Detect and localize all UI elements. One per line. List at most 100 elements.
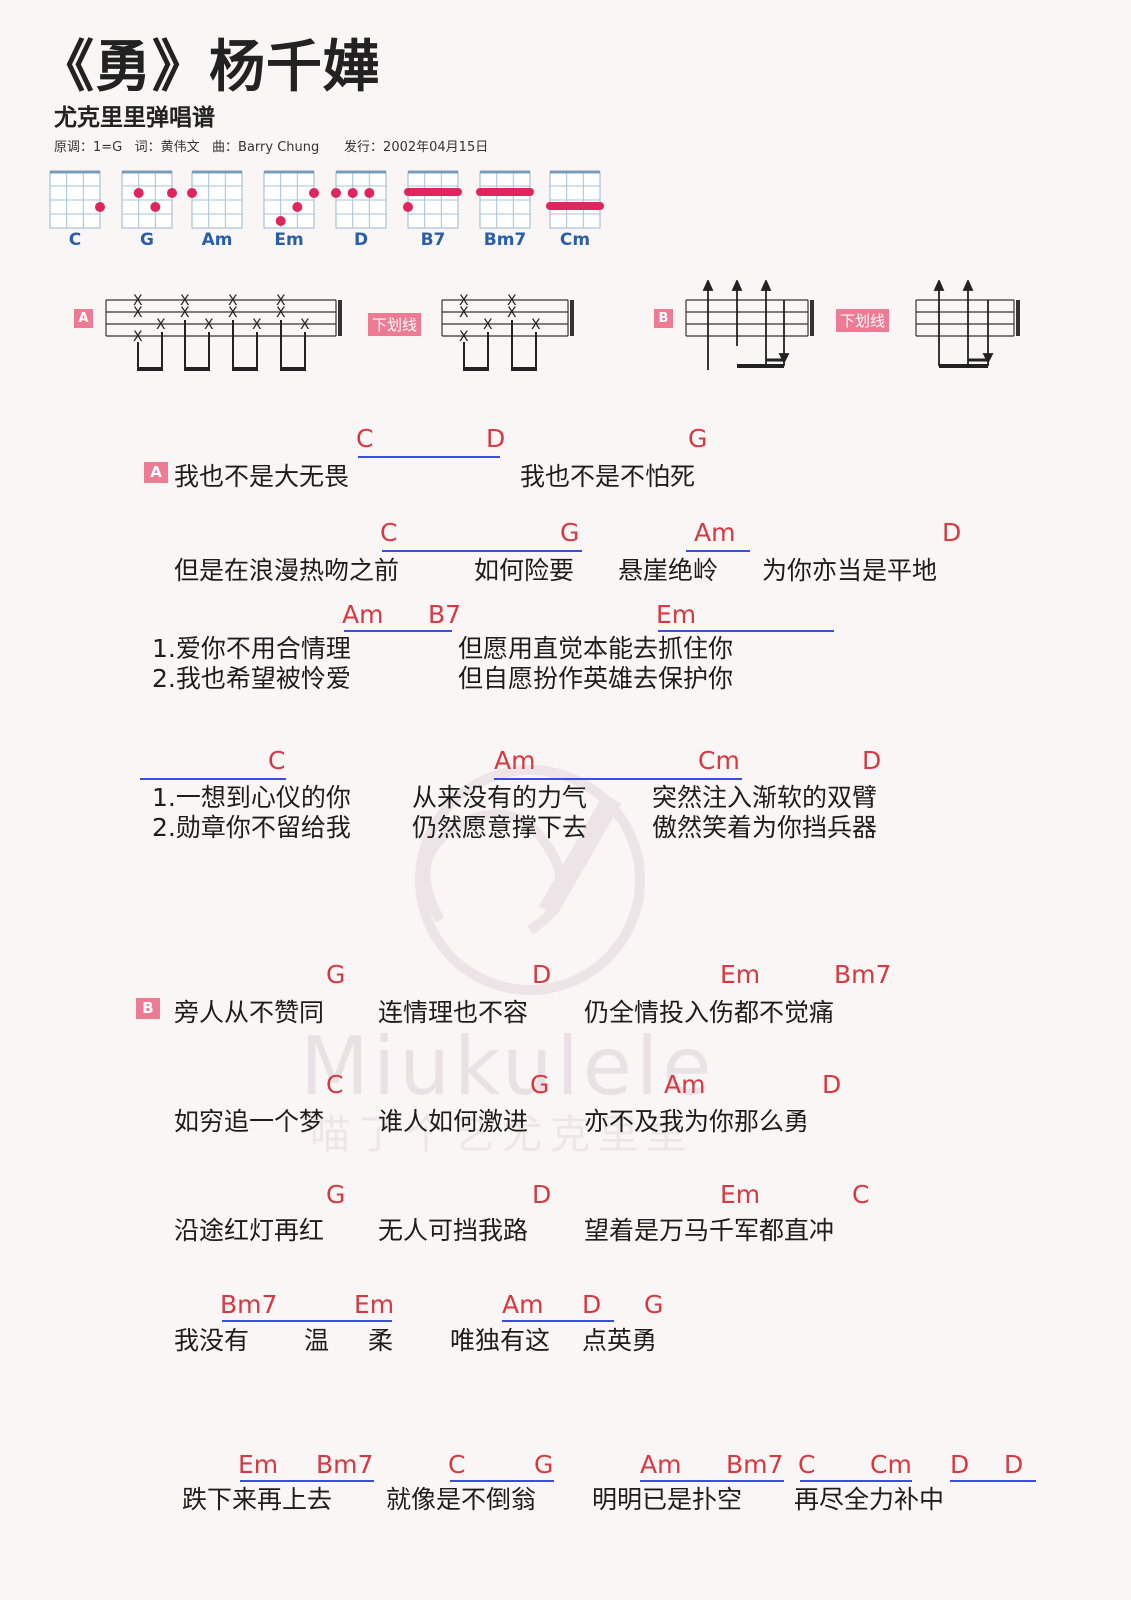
svg-text:X: X [180,293,190,309]
lyric-text: 傲然笑着为你挡兵器 [652,813,878,842]
svg-text:X: X [133,305,143,321]
lyric-text: 1.爱你不用合情理 [152,634,351,663]
svg-text:X: X [156,317,166,333]
chord-label: Cm [870,1450,912,1479]
chord-label: D [822,1070,842,1099]
chord-label: C [852,1180,870,1209]
chord-diagram [49,170,105,229]
chord-label: Bm7 [834,960,892,989]
chord-label: Am [502,1290,544,1319]
chord-diagram-label: Cm [559,230,591,250]
chord-label: G [530,1070,550,1099]
chord-underline [382,550,582,552]
lyric-text: 唯独有这 [450,1326,551,1355]
chord-label: Em [720,960,761,989]
svg-text:X: X [133,293,143,309]
chord-underline [450,1480,554,1482]
chord-underline [140,778,286,780]
svg-text:X: X [276,305,286,321]
chord-label: D [532,1180,552,1209]
underline-hint-b: 下划线 [836,309,890,332]
chord-label: C [448,1450,466,1479]
svg-text:X: X [204,317,214,333]
chord-diagram-label: B7 [420,230,446,250]
svg-text:X: X [228,293,238,309]
chord-label: C [326,1070,344,1099]
chord-label: D [942,518,962,547]
chord-diagram [331,170,387,229]
chord-label: G [326,1180,346,1209]
rhythm-tag-b: B [654,309,673,328]
page-title: 《勇》杨千嬅 [38,35,380,100]
lyric-text: 2.我也希望被怜爱 [152,664,351,693]
svg-text:X: X [276,293,286,309]
lyric-text: 仍全情投入伤都不觉痛 [584,998,835,1027]
svg-text:X: X [459,305,469,321]
svg-text:X: X [228,305,238,321]
chord-underline [800,1480,912,1482]
lyric-text: 连情理也不容 [378,998,529,1027]
lyric-text: 1.一想到心仪的你 [152,783,351,812]
lyric-text: 但是在浪漫热吻之前 [174,556,400,585]
chord-label: G [644,1290,664,1319]
svg-text:X: X [252,317,262,333]
chord-label: G [688,424,708,453]
svg-text:X: X [483,317,493,333]
chord-label: Am [342,600,384,629]
chord-diagram-label: Am [201,230,233,250]
chord-diagram-label: D [353,230,369,250]
chord-diagram [546,170,604,229]
lyric-text: 悬崖绝岭 [618,556,719,585]
chord-underline [640,1480,784,1482]
chord-underline [658,630,834,632]
chord-diagram-label: C [68,230,82,250]
chord-underline [222,1320,392,1322]
chord-label: Em [720,1180,761,1209]
chord-label: Bm7 [726,1450,784,1479]
lyric-text: 亦不及我为你那么勇 [584,1107,810,1136]
lyric-text: 柔 [368,1326,394,1355]
chord-diagram [187,170,243,229]
chord-label: G [560,518,580,547]
chord-label: C [380,518,398,547]
chord-diagram [121,170,177,229]
svg-text:X: X [531,317,541,333]
chord-label: Cm [698,746,740,775]
chord-diagram [263,170,319,229]
chord-diagram-label: Bm7 [483,230,527,250]
song-meta: 原调：1=G 词：黄伟文 曲：Barry Chung 发行：2002年04月15… [54,140,489,155]
chord-label: Bm7 [316,1450,374,1479]
rhythm-pattern-b [685,280,814,370]
rhythm-tag-a: A [74,309,93,328]
chord-underline [950,1480,1036,1482]
chord-label: Em [656,600,697,629]
chord-label: D [532,960,552,989]
svg-text:X: X [459,293,469,309]
lyric-text: 2.勋章你不留给我 [152,813,351,842]
chord-label: Am [494,746,536,775]
underline-hint-a: 下划线 [368,313,422,336]
lyric-text: 旁人从不赞同 [174,998,325,1027]
svg-text:X: X [507,293,517,309]
lyric-text: 谁人如何激进 [378,1107,529,1136]
watermark-brand: Miukulele [300,1020,716,1113]
chord-underline [344,630,452,632]
chord-label: D [582,1290,602,1319]
lyric-text: 仍然愿意撑下去 [412,813,588,842]
svg-text:X: X [507,305,517,321]
chord-label: Am [664,1070,706,1099]
chord-label: D [862,746,882,775]
lyric-text: 温 [304,1326,330,1355]
lyric-text: 从来没有的力气 [412,783,588,812]
lyric-text: 我没有 [174,1326,250,1355]
chord-label: G [326,960,346,989]
page-subtitle: 尤克里里弹唱谱 [54,105,215,131]
rhythm-pattern-b-underline [915,280,1020,368]
lyric-text: 就像是不倒翁 [386,1485,537,1514]
svg-text:X: X [459,329,469,345]
lyric-text: 望着是万马千军都直冲 [584,1216,835,1245]
chord-underline [502,1320,614,1322]
chord-underline [494,778,742,780]
